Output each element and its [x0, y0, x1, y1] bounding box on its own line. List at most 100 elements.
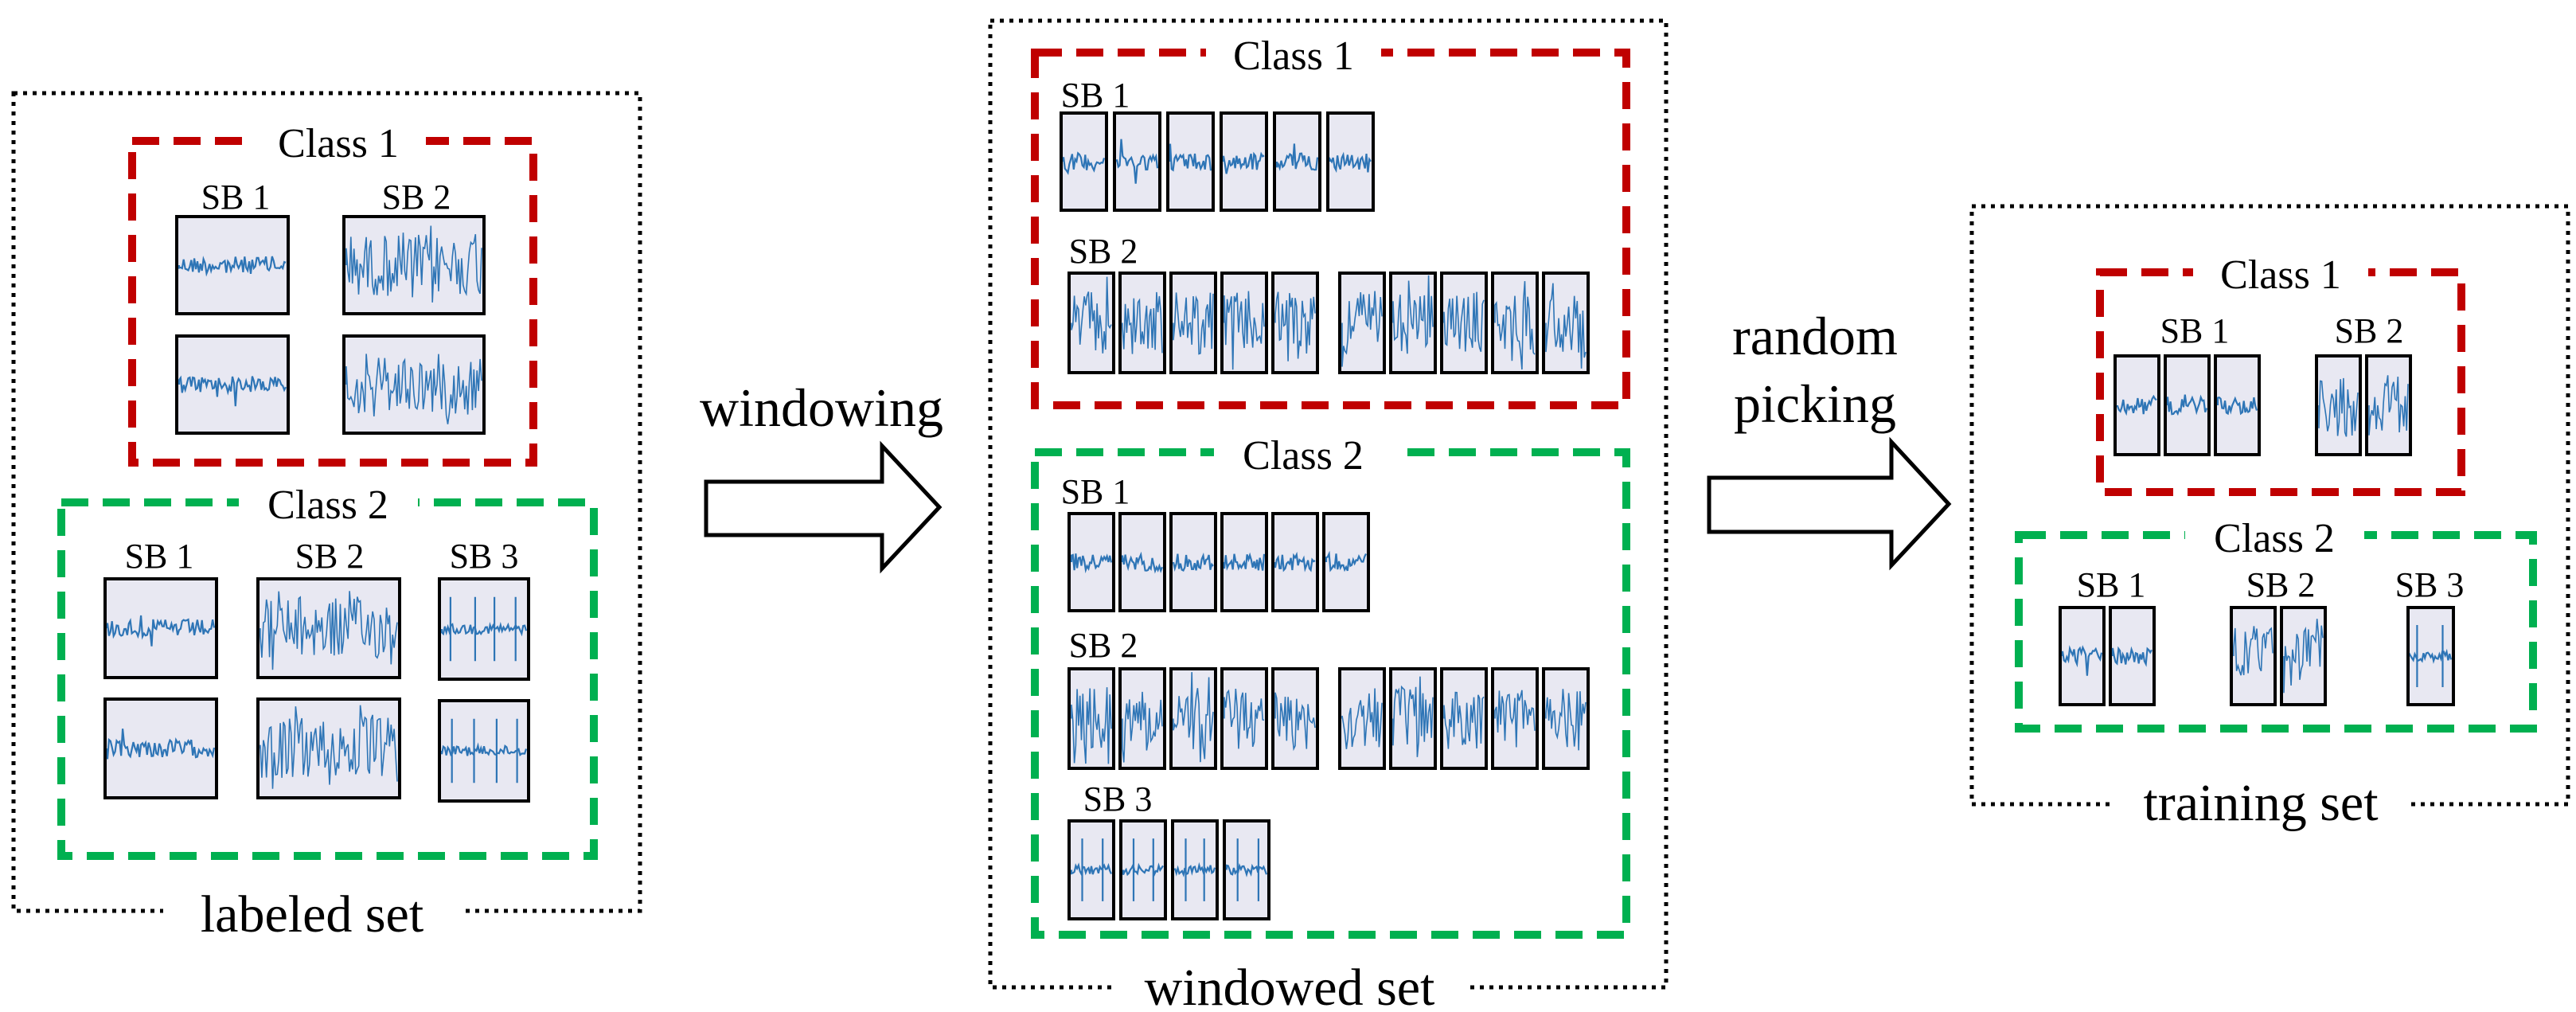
training-c2-sb2-label: SB 2 — [2246, 565, 2316, 604]
labeled-c1-sb2-signal-2-waveform — [345, 354, 482, 424]
windowed-c2-sb1-window-3-waveform — [1172, 552, 1214, 572]
labeled-c2-sb3-signal-2-frame — [438, 699, 530, 803]
training-class-1-title-bg — [2193, 250, 2368, 294]
labeled-c2-sb2-signal-1-frame — [256, 577, 401, 679]
picking-label: picking — [1734, 373, 1896, 434]
windowed-class-2-group: Class 2 SB 1 SB 2 SB 3 — [1031, 430, 1630, 939]
training-class-2-title-bg — [2185, 513, 2364, 557]
windowed-c2-sb3-window-2-frame — [1119, 819, 1167, 920]
windowed-c1-sb2-window-1-waveform — [1071, 276, 1112, 354]
windowed-c2-sb3-window-2-waveform — [1122, 838, 1164, 901]
windowed-class-1-group: Class 1 SB 1 SB 2 — [1031, 30, 1630, 409]
windowed-c2-sb2-label: SB 2 — [1069, 626, 1138, 665]
windowed-c2-sb1-window-6-waveform — [1325, 550, 1367, 572]
training-c1-sb1-label: SB 1 — [2160, 311, 2230, 350]
windowed-c2-sb2-window-b-2-waveform — [1392, 676, 1434, 757]
windowed-c1-sb2-window-b-4-frame — [1491, 272, 1539, 374]
training-set: training set Class 1 SB 1 SB 2 Class 2 S… — [1969, 204, 2570, 832]
labeled-set-title: labeled set — [201, 885, 423, 944]
training-c1-sb1-window-2-waveform — [2166, 394, 2208, 416]
labeled-c2-sb2-signal-2-waveform — [260, 705, 398, 789]
windowed-c1-sb2-window-b-1-frame — [1338, 272, 1386, 374]
windowed-c2-sb1-window-2-waveform — [1121, 551, 1164, 574]
windowed-c2-sb2-window-2-waveform — [1122, 691, 1163, 763]
training-c2-sb1-window-1-waveform — [2061, 645, 2103, 676]
windowing-arrow — [704, 440, 943, 574]
windowed-set: windowed set Class 1 SB 1 SB 2 Class 2 S… — [988, 18, 1669, 1012]
training-class-1-group: Class 1 SB 1 SB 2 — [2096, 250, 2465, 496]
labeled-c2-sb2-label: SB 2 — [295, 537, 365, 576]
windowed-c1-sb2-window-b-2-waveform — [1392, 275, 1434, 354]
windowing-label: windowing — [700, 377, 943, 438]
windowed-c1-sb1-window-2-frame — [1113, 111, 1161, 212]
training-c2-sb2-window-1-waveform — [2233, 626, 2274, 676]
labeled-class-1-signals — [175, 215, 486, 435]
labeled-set-border — [11, 91, 642, 913]
training-class-2-group: Class 2 SB 1 SB 2 SB 3 — [2015, 513, 2537, 733]
windowed-c1-sb2-window-4-waveform — [1224, 291, 1265, 370]
training-c1-sb1-window-3-waveform — [2216, 396, 2258, 416]
windowed-c1-sb2-label: SB 2 — [1069, 232, 1138, 271]
windowed-c2-sb2-window-4-frame — [1220, 667, 1268, 770]
random-label: random — [1732, 306, 1898, 366]
training-set-title: training set — [2143, 774, 2378, 832]
windowed-c2-sb3-window-3-waveform — [1173, 838, 1216, 901]
windowed-c1-sb2-window-b-3-frame — [1440, 272, 1488, 374]
windowed-c2-sb2-window-5-frame — [1271, 667, 1319, 770]
windowed-c2-sb2-window-2-frame — [1118, 667, 1166, 770]
training-set-title-bg — [2113, 776, 2408, 829]
labeled-class-1-title-bg — [251, 118, 426, 162]
windowed-class-2-signals — [1067, 512, 1590, 920]
windowed-class-2-title-bg — [1214, 430, 1393, 474]
windowed-c2-sb1-window-6-frame — [1322, 512, 1370, 612]
windowed-c1-sb1-window-5-waveform — [1275, 143, 1319, 171]
training-class-2-signals — [2059, 606, 2455, 706]
windowed-c1-sb2-window-5-waveform — [1274, 291, 1316, 361]
windowed-c2-sb2-window-4-waveform — [1224, 688, 1265, 749]
labeled-c2-sb2-signal-1-waveform — [260, 591, 398, 670]
labeled-c2-sb3-signal-1-waveform — [440, 596, 528, 662]
windowed-c1-sb1-window-4-waveform — [1222, 151, 1265, 174]
labeled-c2-sb1-signal-1-waveform — [106, 615, 216, 647]
labeled-set: labeled set Class 1 SB 1 SB 2 Class 2 SB… — [11, 91, 642, 944]
windowed-c2-sb1-window-1-waveform — [1070, 553, 1113, 574]
windowed-c2-sb1-window-5-frame — [1271, 512, 1319, 612]
training-c1-sb2-label: SB 2 — [2335, 311, 2404, 350]
labeled-set-title-bg — [163, 885, 466, 938]
windowed-c1-sb2-window-b-4-waveform — [1494, 281, 1536, 370]
labeled-c2-sb3-signal-2-waveform — [440, 718, 528, 783]
training-c2-sb1-label: SB 1 — [2077, 565, 2146, 604]
random-picking-step: random picking — [1707, 306, 1952, 571]
windowed-c1-sb2-window-4-frame — [1220, 272, 1268, 374]
labeled-c1-sb2-signal-1-waveform — [345, 225, 482, 303]
windowed-c2-sb1-window-5-waveform — [1274, 551, 1316, 572]
labeled-class-2-title-bg — [239, 480, 418, 524]
windowed-c2-sb3-window-1-waveform — [1070, 838, 1112, 901]
windowed-c2-sb2-window-1-waveform — [1071, 687, 1112, 764]
windowed-class-2-title: Class 2 — [1243, 433, 1364, 479]
training-c1-sb2-window-1-waveform — [2318, 377, 2359, 437]
labeled-c1-sb2-signal-2-frame — [342, 334, 486, 435]
windowed-set-title: windowed set — [1145, 959, 1435, 1012]
training-class-1-signals — [2113, 354, 2412, 456]
windowed-c2-sb2-window-3-waveform — [1173, 672, 1214, 763]
labeled-class-1-title: Class 1 — [278, 121, 399, 166]
windowing-step: windowing — [700, 377, 943, 574]
windowed-c2-sb3-window-4-waveform — [1225, 838, 1268, 901]
windowed-c1-sb1-window-3-waveform — [1169, 143, 1212, 172]
windowed-c2-sb2-window-b-5-waveform — [1545, 689, 1587, 751]
training-c1-sb1-window-1-waveform — [2116, 394, 2157, 416]
windowed-c2-sb2-window-b-3-waveform — [1443, 691, 1485, 749]
labeled-class-1-border — [128, 137, 537, 467]
random-picking-arrow — [1707, 436, 1952, 571]
labeled-class-1-group: Class 1 SB 1 SB 2 — [128, 118, 537, 467]
labeled-c1-sb1-signal-1-waveform — [178, 256, 287, 277]
windowed-c2-sb3-label: SB 3 — [1083, 780, 1153, 819]
windowed-class-1-title-bg — [1206, 30, 1381, 74]
windowed-c1-sb1-window-6-waveform — [1329, 151, 1372, 174]
windowed-c2-sb2-window-b-4-waveform — [1494, 690, 1536, 748]
windowed-c1-sb1-window-1-waveform — [1062, 151, 1106, 175]
training-c2-sb2-window-2-waveform — [2283, 619, 2324, 694]
windowed-c1-sb1-label: SB 1 — [1061, 76, 1130, 115]
